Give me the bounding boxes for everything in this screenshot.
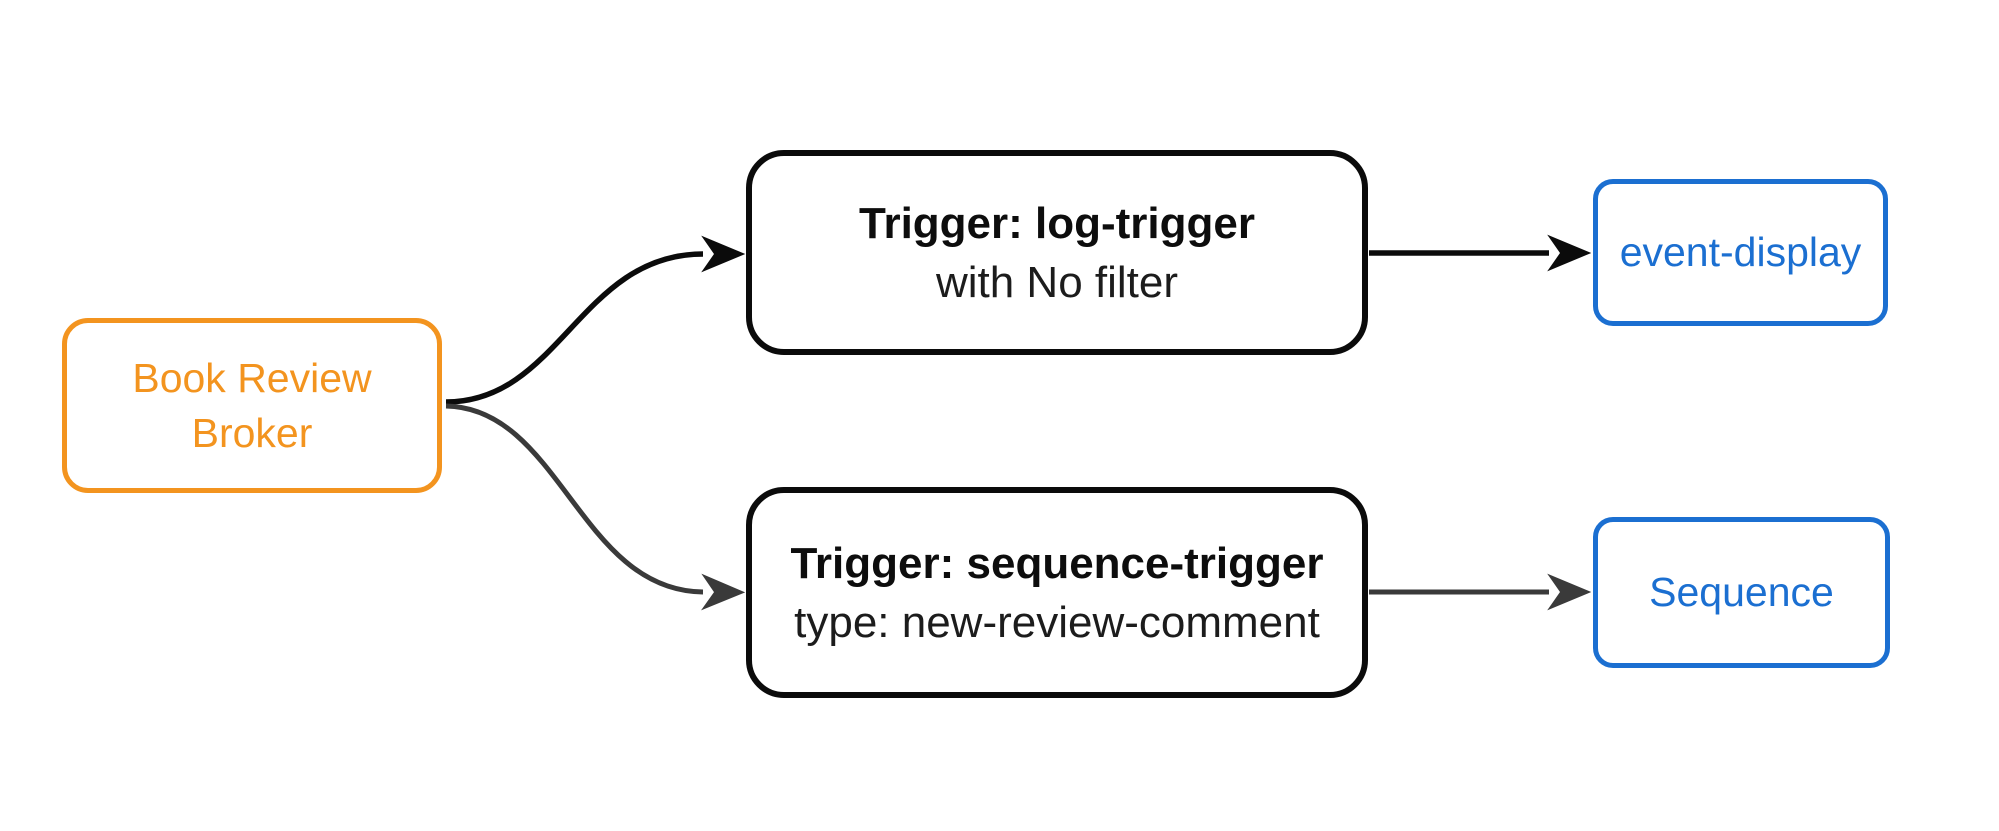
event-display-label: event-display bbox=[1619, 229, 1862, 275]
trigger-sequence-title: Trigger: sequence-trigger bbox=[790, 538, 1324, 588]
node-trigger-sequence: Trigger: sequence-trigger type: new-revi… bbox=[746, 487, 1368, 698]
broker-label-line1: Book Review bbox=[132, 354, 372, 401]
node-sequence: Sequence bbox=[1593, 517, 1890, 668]
node-trigger-log: Trigger: log-trigger with No filter bbox=[746, 150, 1368, 355]
node-event-display: event-display bbox=[1593, 179, 1888, 326]
edge-broker-to-trigger-log bbox=[445, 235, 746, 405]
trigger-sequence-subtitle: type: new-review-comment bbox=[794, 597, 1320, 647]
trigger-log-subtitle: with No filter bbox=[935, 257, 1179, 307]
broker-label-line2: Broker bbox=[191, 409, 313, 456]
trigger-log-title: Trigger: log-trigger bbox=[859, 198, 1255, 248]
sequence-label: Sequence bbox=[1649, 569, 1834, 615]
edge-broker-to-trigger-sequence bbox=[445, 403, 746, 611]
node-book-review-broker: Book Review Broker bbox=[62, 318, 442, 493]
